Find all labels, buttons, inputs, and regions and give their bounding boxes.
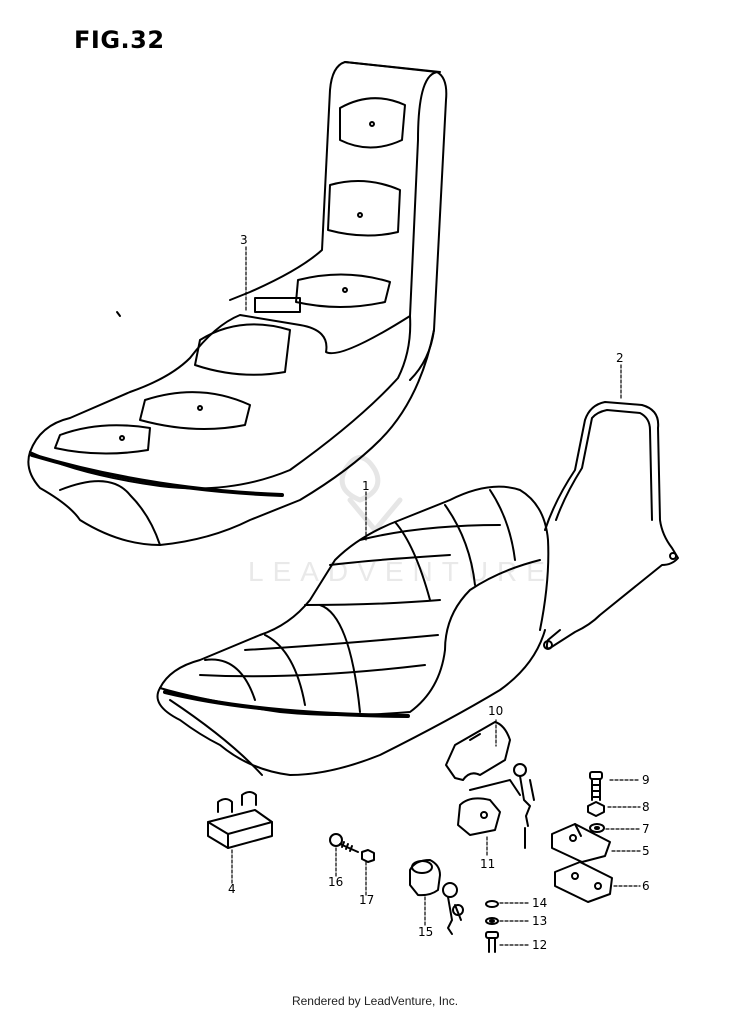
callout-12: 12 bbox=[532, 938, 547, 952]
lock-cylinder-15[interactable] bbox=[409, 859, 464, 935]
callout-5: 5 bbox=[642, 844, 650, 858]
nut-17[interactable] bbox=[361, 849, 375, 863]
damper-block[interactable] bbox=[207, 791, 273, 849]
callout-8: 8 bbox=[642, 800, 650, 814]
nut-8[interactable] bbox=[587, 801, 605, 817]
callout-3: 3 bbox=[240, 233, 248, 247]
figure-title: FIG.32 bbox=[74, 26, 165, 54]
callout-14: 14 bbox=[532, 896, 547, 910]
washer-13[interactable] bbox=[485, 917, 499, 925]
latch-plate-5[interactable] bbox=[551, 823, 611, 863]
footer-credit: Rendered by LeadVenture, Inc. bbox=[291, 994, 459, 1008]
callout-1: 1 bbox=[362, 479, 370, 493]
callout-17: 17 bbox=[359, 893, 374, 907]
watermark-text: LEADVENTURE bbox=[248, 556, 554, 587]
callout-2: 2 bbox=[616, 351, 624, 365]
screw-16[interactable] bbox=[329, 833, 359, 853]
washer-7[interactable] bbox=[589, 823, 605, 833]
callout-15: 15 bbox=[418, 925, 433, 939]
lock-bracket[interactable] bbox=[445, 721, 511, 781]
bolt-9[interactable] bbox=[589, 771, 603, 801]
seat-with-backrest[interactable] bbox=[27, 61, 448, 546]
callout-9: 9 bbox=[642, 773, 650, 787]
seat-lock-assembly[interactable] bbox=[457, 763, 535, 849]
callout-11: 11 bbox=[480, 857, 495, 871]
callout-13: 13 bbox=[532, 914, 547, 928]
callout-7: 7 bbox=[642, 822, 650, 836]
washer-14[interactable] bbox=[485, 900, 499, 908]
callout-10: 10 bbox=[488, 704, 503, 718]
seat-quilted[interactable] bbox=[156, 485, 550, 776]
bolt-12[interactable] bbox=[485, 931, 499, 953]
callout-4: 4 bbox=[228, 882, 236, 896]
callout-labels: 3 2 1 10 11 4 16 17 15 9 8 7 5 6 14 13 1… bbox=[228, 233, 650, 952]
grab-bar[interactable] bbox=[543, 401, 679, 650]
callout-6: 6 bbox=[642, 879, 650, 893]
plate-6[interactable] bbox=[554, 861, 613, 903]
leader-lines bbox=[231, 246, 641, 946]
callout-16: 16 bbox=[328, 875, 343, 889]
watermark-logo bbox=[339, 455, 403, 533]
